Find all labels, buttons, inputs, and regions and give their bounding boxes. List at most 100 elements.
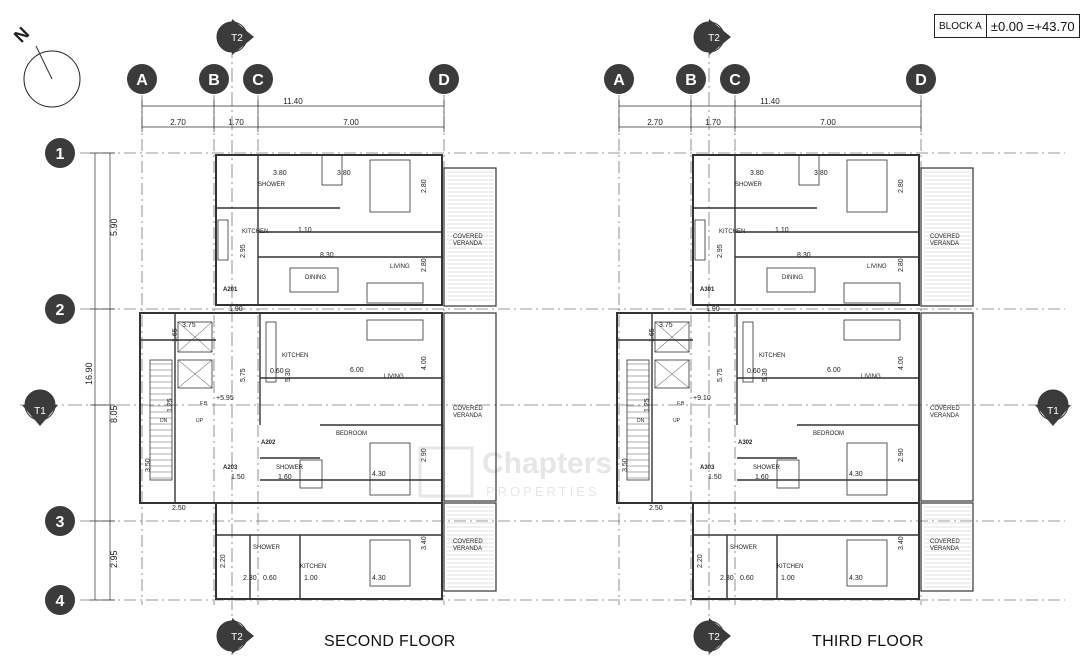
- veranda-bottom: [920, 502, 974, 592]
- dim-top-total: 11.40: [283, 97, 303, 106]
- room-dimension: 5.30: [285, 368, 292, 382]
- room-dimension: 2.20: [697, 554, 704, 568]
- grid-bubble-circle: [720, 64, 750, 94]
- room-label-shower: SHOWER: [753, 465, 781, 471]
- lift-shaft-icon: [177, 321, 213, 353]
- room-dimension: 5.30: [762, 368, 769, 382]
- unit-code: A202: [261, 440, 276, 446]
- grid-bubble-col-A: A: [604, 64, 634, 94]
- room-label-shower: SHOWER: [730, 545, 758, 551]
- room-dimension: 2.50: [649, 505, 663, 512]
- grid-bubble-row-1: 1: [45, 138, 75, 168]
- north-arrow-icon: [23, 50, 81, 108]
- grid-bubble-col-D: D: [906, 64, 936, 94]
- room-dimension: 4.30: [372, 575, 386, 582]
- grid-bubble-circle: [199, 64, 229, 94]
- room-label-veranda: COVERED: [453, 406, 483, 412]
- floor-title-second: SECOND FLOOR: [324, 633, 456, 650]
- grid-bubble-circle: [429, 64, 459, 94]
- room-dimension: 5.75: [717, 368, 724, 382]
- room-dimension: 0.60: [740, 575, 754, 582]
- label-fb: F.B: [677, 401, 685, 407]
- room-label-kitchen: KITCHEN: [242, 229, 268, 235]
- grid-bubble-label: D: [915, 72, 927, 89]
- room-dimension: 0.60: [263, 575, 277, 582]
- room-dimension: 1.10: [775, 227, 789, 234]
- sofa-icon: [843, 282, 901, 304]
- room-dimension: 8.30: [320, 252, 334, 259]
- room-label-bedroom: BEDROOM: [813, 431, 844, 437]
- dim-top-part-3: 7.00: [343, 118, 359, 127]
- room-label-shower: SHOWER: [735, 182, 763, 188]
- stair-label-up: UP: [196, 418, 204, 424]
- room-dimension: 3.40: [421, 536, 428, 550]
- bed-icon: [369, 442, 411, 496]
- veranda-middle: [920, 312, 974, 502]
- unit-code: A302: [738, 440, 753, 446]
- grid-bubble-circle: [604, 64, 634, 94]
- lift-x: [654, 359, 690, 389]
- section-label: T1: [34, 406, 46, 417]
- section-mark-t2-top: T2: [216, 19, 254, 55]
- watermark-subtext: PROPERTIES: [486, 484, 600, 499]
- room-dimension: 4.30: [372, 471, 386, 478]
- room-dimension: 0.60: [270, 368, 284, 375]
- dining-table-icon: [289, 267, 339, 293]
- grid-bubble-label: C: [729, 72, 741, 89]
- section-mark-t2-top: T2: [693, 19, 731, 55]
- level-label: ±0.00 =+43.70: [990, 18, 1075, 34]
- room-label-living: LIVING: [867, 264, 887, 270]
- grid-bubble-label: 3: [56, 514, 65, 531]
- room-dimension: 4.00: [421, 356, 428, 370]
- floor-title-third: THIRD FLOOR: [812, 633, 924, 650]
- bed-icon: [369, 159, 411, 213]
- stairs: [626, 359, 650, 481]
- room-dimension: 1.25: [167, 398, 174, 412]
- lift-shaft-icon: [654, 359, 690, 389]
- grid-bubble-circle: [127, 64, 157, 94]
- room-dimension: 1.90: [706, 306, 720, 313]
- section-arrow-icon: [232, 618, 254, 654]
- bed-icon: [846, 159, 888, 213]
- section-half-fill: [217, 621, 232, 651]
- room-label-veranda: COVERED: [453, 539, 483, 545]
- grid-bubble-circle: [45, 506, 75, 536]
- dim-side-2: 8.05: [109, 405, 119, 423]
- room-dimension: 4.30: [849, 471, 863, 478]
- room-dimension: 3.50: [622, 458, 629, 472]
- stair-label-dn: DN: [637, 418, 645, 424]
- room-label-dining: DINING: [782, 275, 803, 281]
- grid-bubble-label: B: [685, 72, 697, 89]
- section-half-fill: [1038, 390, 1068, 405]
- level-mark: +5.95: [216, 395, 234, 402]
- room-dimension: 0.60: [747, 368, 761, 375]
- room-dimension: 6.00: [827, 367, 841, 374]
- section-label: T2: [231, 632, 243, 643]
- grid-bubble-circle: [243, 64, 273, 94]
- dim-side-1: 5.90: [109, 218, 119, 236]
- room-dimension: 3.50: [145, 458, 152, 472]
- north-label: N: [10, 23, 33, 46]
- section-mark-t2-bottom: T2: [693, 618, 731, 654]
- unit-bottom-walls: [692, 502, 920, 600]
- grid-bubble-circle: [45, 294, 75, 324]
- grid-bubble-circle: [676, 64, 706, 94]
- room-dimension: 1.25: [644, 398, 651, 412]
- grid-bubble-row-3: 3: [45, 506, 75, 536]
- dim-top-part-3: 7.00: [820, 118, 836, 127]
- room-dimension: 2.95: [240, 244, 247, 258]
- veranda-top: [920, 167, 974, 307]
- section-arrow-icon: [709, 618, 731, 654]
- grid-bubble-col-C: C: [720, 64, 750, 94]
- section-label: T2: [708, 33, 720, 44]
- room-label-shower: SHOWER: [253, 545, 281, 551]
- wardrobe-icon: [299, 459, 323, 489]
- dim-top-part-1: 2.70: [170, 118, 186, 127]
- room-dimension: 1.50: [231, 474, 245, 481]
- lift-shaft-icon: [177, 359, 213, 389]
- room-label-living: LIVING: [861, 374, 881, 380]
- section-label: T1: [1047, 406, 1059, 417]
- room-label-veranda: VERANDA: [453, 241, 482, 247]
